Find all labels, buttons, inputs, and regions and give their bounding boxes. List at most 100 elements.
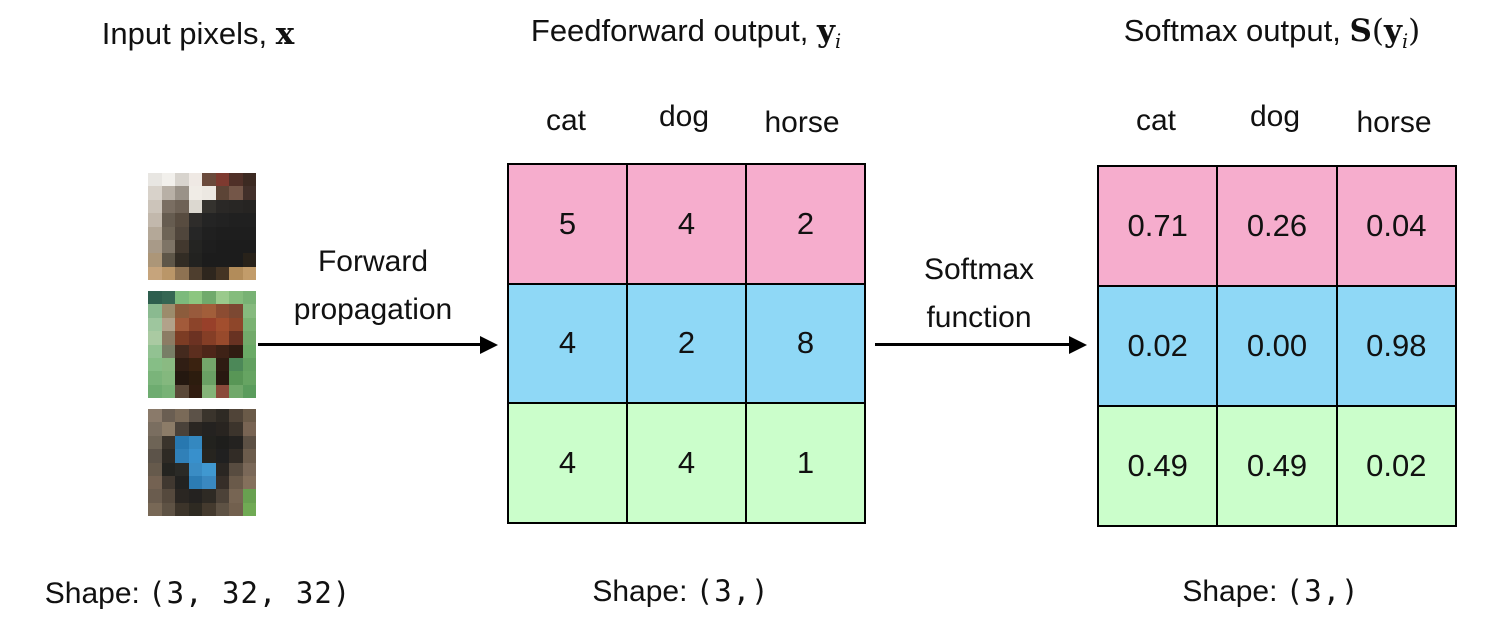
- image-pixel: [161, 226, 175, 240]
- feedforward-cell: 2: [628, 284, 745, 403]
- image-pixel: [161, 186, 175, 200]
- image-pixel: [161, 173, 175, 187]
- image-pixel: [148, 357, 162, 372]
- image-pixel: [229, 226, 243, 240]
- image-pixel: [175, 266, 189, 280]
- softmax-title-text: Softmax output,: [1123, 13, 1350, 48]
- image-pixel: [188, 371, 202, 385]
- feedforward-cell: 4: [509, 284, 626, 403]
- image-pixel: [188, 173, 202, 187]
- image-pixel: [175, 317, 189, 332]
- paren-open: (: [1371, 13, 1384, 49]
- math-x: x: [275, 16, 295, 52]
- image-pixel: [242, 199, 256, 214]
- image-pixel: [148, 253, 162, 267]
- image-pixel: [229, 266, 243, 280]
- image-pixel: [242, 502, 256, 516]
- image-pixel: [188, 422, 202, 436]
- feedforward-header-dog: dog: [658, 100, 710, 133]
- image-pixel: [188, 357, 202, 372]
- image-pixel: [215, 304, 229, 318]
- image-pixel: [148, 409, 162, 423]
- input-shape-text: Shape:: [44, 577, 149, 610]
- image-pixel: [229, 317, 243, 332]
- image-pixel: [229, 331, 243, 345]
- image-pixel: [242, 462, 256, 476]
- image-pixel: [148, 422, 162, 436]
- image-pixel: [242, 317, 256, 332]
- image-pixel: [242, 331, 256, 345]
- image-pixel: [175, 213, 189, 227]
- image-pixel: [161, 199, 175, 214]
- forward-propagation-label: Forward propagation: [294, 238, 452, 334]
- image-pixel: [148, 199, 162, 214]
- horse-image: [148, 291, 256, 398]
- forward-arrow-line: [258, 343, 482, 346]
- softmax-header-horse: horse: [1356, 106, 1432, 139]
- image-pixel: [202, 357, 216, 372]
- image-pixel: [229, 502, 243, 516]
- image-pixel: [202, 435, 216, 450]
- math-y: y: [816, 13, 835, 49]
- image-pixel: [161, 344, 175, 358]
- image-pixel: [148, 186, 162, 200]
- image-pixel: [215, 409, 229, 423]
- feedforward-shape-label: Shape: (3,): [592, 574, 769, 609]
- image-pixel: [215, 199, 229, 214]
- image-pixel: [242, 186, 256, 200]
- image-pixel: [175, 253, 189, 267]
- image-pixel: [215, 317, 229, 332]
- softmax-header-cat: cat: [1135, 104, 1177, 137]
- image-pixel: [161, 317, 175, 332]
- image-pixel: [175, 226, 189, 240]
- image-pixel: [215, 239, 229, 254]
- image-pixel: [188, 186, 202, 200]
- math-sub-i2: i: [1401, 29, 1409, 53]
- image-pixel: [148, 449, 162, 463]
- image-pixel: [148, 489, 162, 503]
- feedforward-shape-value: (3,): [695, 574, 770, 608]
- image-pixel: [148, 502, 162, 516]
- image-pixel: [242, 435, 256, 450]
- image-pixel: [242, 344, 256, 358]
- feedforward-cell: 4: [628, 165, 745, 283]
- image-pixel: [175, 422, 189, 436]
- image-pixel: [161, 489, 175, 503]
- image-pixel: [175, 449, 189, 463]
- image-pixel: [188, 435, 202, 450]
- image-pixel: [175, 186, 189, 200]
- image-pixel: [242, 173, 256, 187]
- image-pixel: [188, 409, 202, 423]
- feedforward-header-cat: cat: [545, 104, 587, 137]
- image-pixel: [148, 475, 162, 490]
- math-s: S: [1349, 13, 1372, 49]
- image-pixel: [242, 226, 256, 240]
- image-pixel: [161, 253, 175, 267]
- image-pixel: [188, 502, 202, 516]
- image-pixel: [215, 422, 229, 436]
- image-pixel: [229, 475, 243, 490]
- image-pixel: [188, 344, 202, 358]
- image-pixel: [202, 475, 216, 490]
- image-pixel: [202, 266, 216, 280]
- image-pixel: [148, 304, 162, 318]
- image-pixel: [202, 371, 216, 385]
- image-pixel: [242, 384, 256, 398]
- image-pixel: [215, 213, 229, 227]
- image-pixel: [215, 357, 229, 372]
- image-pixel: [161, 409, 175, 423]
- image-pixel: [215, 331, 229, 345]
- input-title-text: Input pixels,: [101, 16, 276, 51]
- softmax-shape-text: Shape:: [1182, 575, 1286, 608]
- image-pixel: [161, 213, 175, 227]
- image-pixel: [242, 475, 256, 490]
- forward-arrow-head: [480, 335, 498, 354]
- image-pixel: [161, 435, 175, 450]
- image-pixel: [229, 186, 243, 200]
- image-pixel: [188, 226, 202, 240]
- feedforward-table: 5 4 2 4 2 8 4 4 1: [507, 163, 866, 524]
- feedforward-cell: 4: [509, 404, 626, 522]
- image-pixel: [175, 173, 189, 187]
- softmax-cell: 0.49: [1099, 407, 1217, 525]
- image-pixel: [175, 239, 189, 254]
